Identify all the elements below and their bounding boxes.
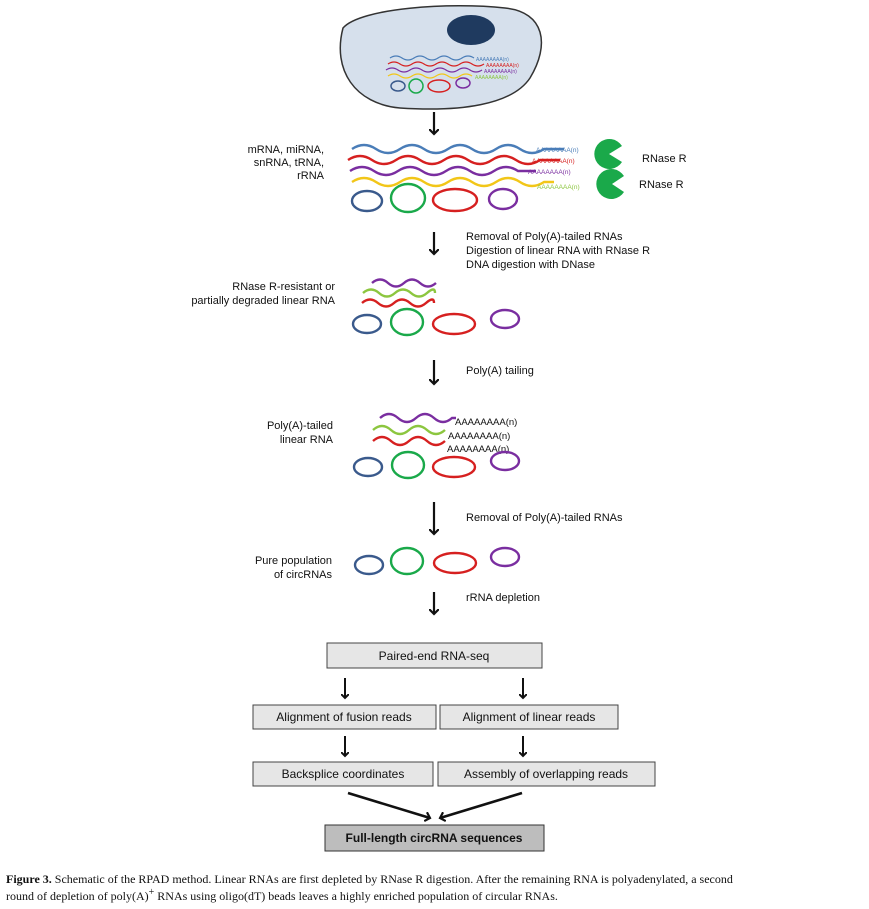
final-box [324,824,545,852]
svg-text:Assembly of overlapping reads: Assembly of overlapping reads [464,767,628,781]
rna-types-label: mRNA, miRNA, [248,144,324,156]
svg-text:AAAAAAAA(n): AAAAAAAA(n) [537,184,580,191]
nucleus [447,15,495,45]
svg-text:AAAAAAAA(n): AAAAAAAA(n) [528,169,571,176]
figure-caption: Figure 3. Schematic of the RPAD method. … [6,872,733,903]
cell: AAAAAAAA(n) AAAAAAAA(n) AAAAAAAA(n) AAAA… [339,5,543,110]
assembly-box [437,761,656,787]
analysis-flowchart: Paired-end RNA-seq Alignment of fusion r… [252,642,656,852]
seq-box [326,642,543,669]
svg-text:partially degraded linear RNA: partially degraded linear RNA [191,295,335,307]
polya-tailed-stage: Poly(A)-tailed linear RNA AAAAAAAA(n) AA… [267,412,521,480]
rnase-r-label: RNase R [639,179,684,191]
svg-text:Alignment of linear reads: Alignment of linear reads [463,710,596,724]
rnase-r-icon [594,139,622,169]
backsplice-box [252,761,434,787]
svg-text:AAAAAAAA(n): AAAAAAAA(n) [475,75,508,81]
svg-text:Backsplice coordinates: Backsplice coordinates [282,767,405,781]
resistant-rna-stage: RNase R-resistant or partially degraded … [191,278,521,337]
step-4-label: rRNA depletion [466,592,540,604]
rnase-r-icon [596,169,624,200]
svg-text:linear RNA: linear RNA [280,434,334,446]
svg-text:rRNA: rRNA [297,170,325,182]
svg-text:DNA digestion with DNase: DNA digestion with DNase [466,259,595,271]
pure-circrna-stage: Pure population of circRNAs [255,546,521,581]
svg-text:of circRNAs: of circRNAs [274,569,333,581]
step-1-label: Removal of Poly(A)-tailed RNAs [466,231,623,243]
svg-text:Paired-end RNA-seq: Paired-end RNA-seq [379,649,490,663]
svg-text:AAAAAAAA(n): AAAAAAAA(n) [486,63,519,69]
svg-text:Alignment of fusion reads: Alignment of fusion reads [276,710,411,724]
svg-text:AAAAAAAA(n): AAAAAAAA(n) [536,147,579,154]
pure-label: Pure population [255,555,332,567]
linear-box [439,704,619,730]
svg-text:AAAAAAAA(n): AAAAAAAA(n) [455,417,517,428]
polya-label: Poly(A)-tailed [267,420,333,432]
svg-text:AAAAAAAA(n): AAAAAAAA(n) [532,158,575,165]
svg-text:AAAAAAAA(n): AAAAAAAA(n) [447,444,509,455]
rnase-r-label: RNase R [642,153,687,165]
svg-text:AAAAAAAA(n): AAAAAAAA(n) [484,69,517,75]
svg-text:AAAAAAAA(n): AAAAAAAA(n) [448,431,510,442]
svg-text:AAAAAAAA(n): AAAAAAAA(n) [476,57,509,63]
fusion-box [252,704,437,730]
caption-label: Figure 3. [6,872,52,886]
svg-text:Digestion of linear RNA with R: Digestion of linear RNA with RNase R [466,245,650,257]
svg-text:Full-length circRNA sequences: Full-length circRNA sequences [346,831,523,845]
svg-text:snRNA, tRNA,: snRNA, tRNA, [254,157,324,169]
step-3-label: Removal of Poly(A)-tailed RNAs [466,512,623,524]
step-2-label: Poly(A) tailing [466,365,534,377]
resistant-label: RNase R-resistant or [232,281,335,293]
total-rna-stage: mRNA, miRNA, snRNA, tRNA, rRNA AAAAAAAA(… [248,139,687,214]
